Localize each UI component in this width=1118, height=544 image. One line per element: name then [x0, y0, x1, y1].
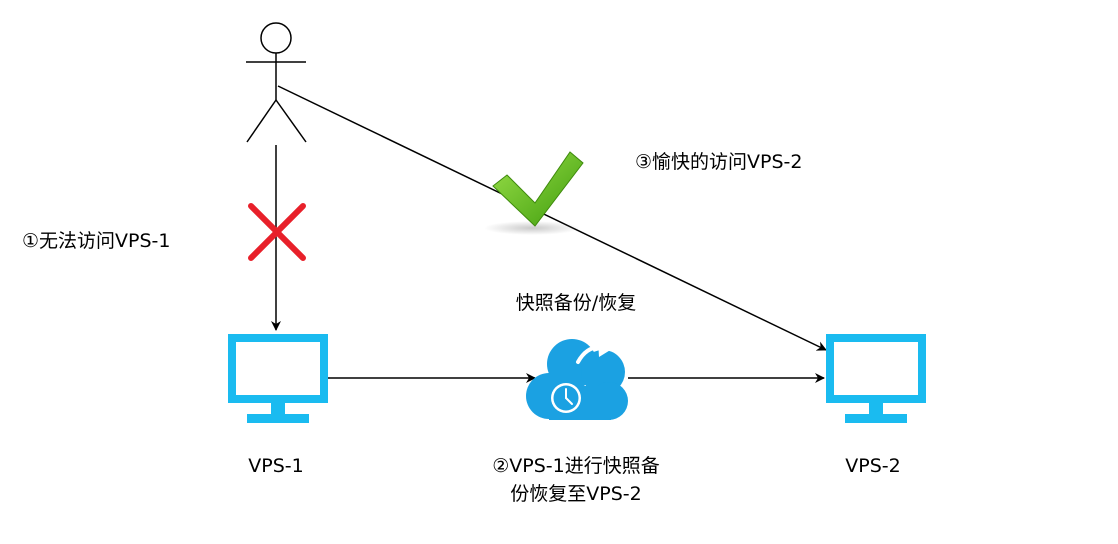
cloud-clock-icon	[526, 339, 628, 420]
step2-label-line2: 份恢复至VPS-2	[510, 483, 642, 505]
step1-label: ①无法访问VPS-1	[22, 230, 171, 252]
green-check-icon	[484, 151, 584, 235]
vps1-monitor-icon	[228, 334, 328, 423]
vps2-monitor-icon	[826, 334, 926, 423]
step2-label-line1: ②VPS-1进行快照备	[492, 455, 660, 477]
red-x-icon	[248, 203, 306, 261]
stick-figure-icon	[246, 22, 307, 143]
edge-user-to-vps2	[277, 85, 827, 351]
snapshot-label: 快照备份/恢复	[515, 292, 637, 314]
vps2-label: VPS-2	[845, 455, 901, 477]
step3-label: ③愉快的访问VPS-2	[635, 151, 803, 173]
vps1-label: VPS-1	[248, 455, 304, 477]
